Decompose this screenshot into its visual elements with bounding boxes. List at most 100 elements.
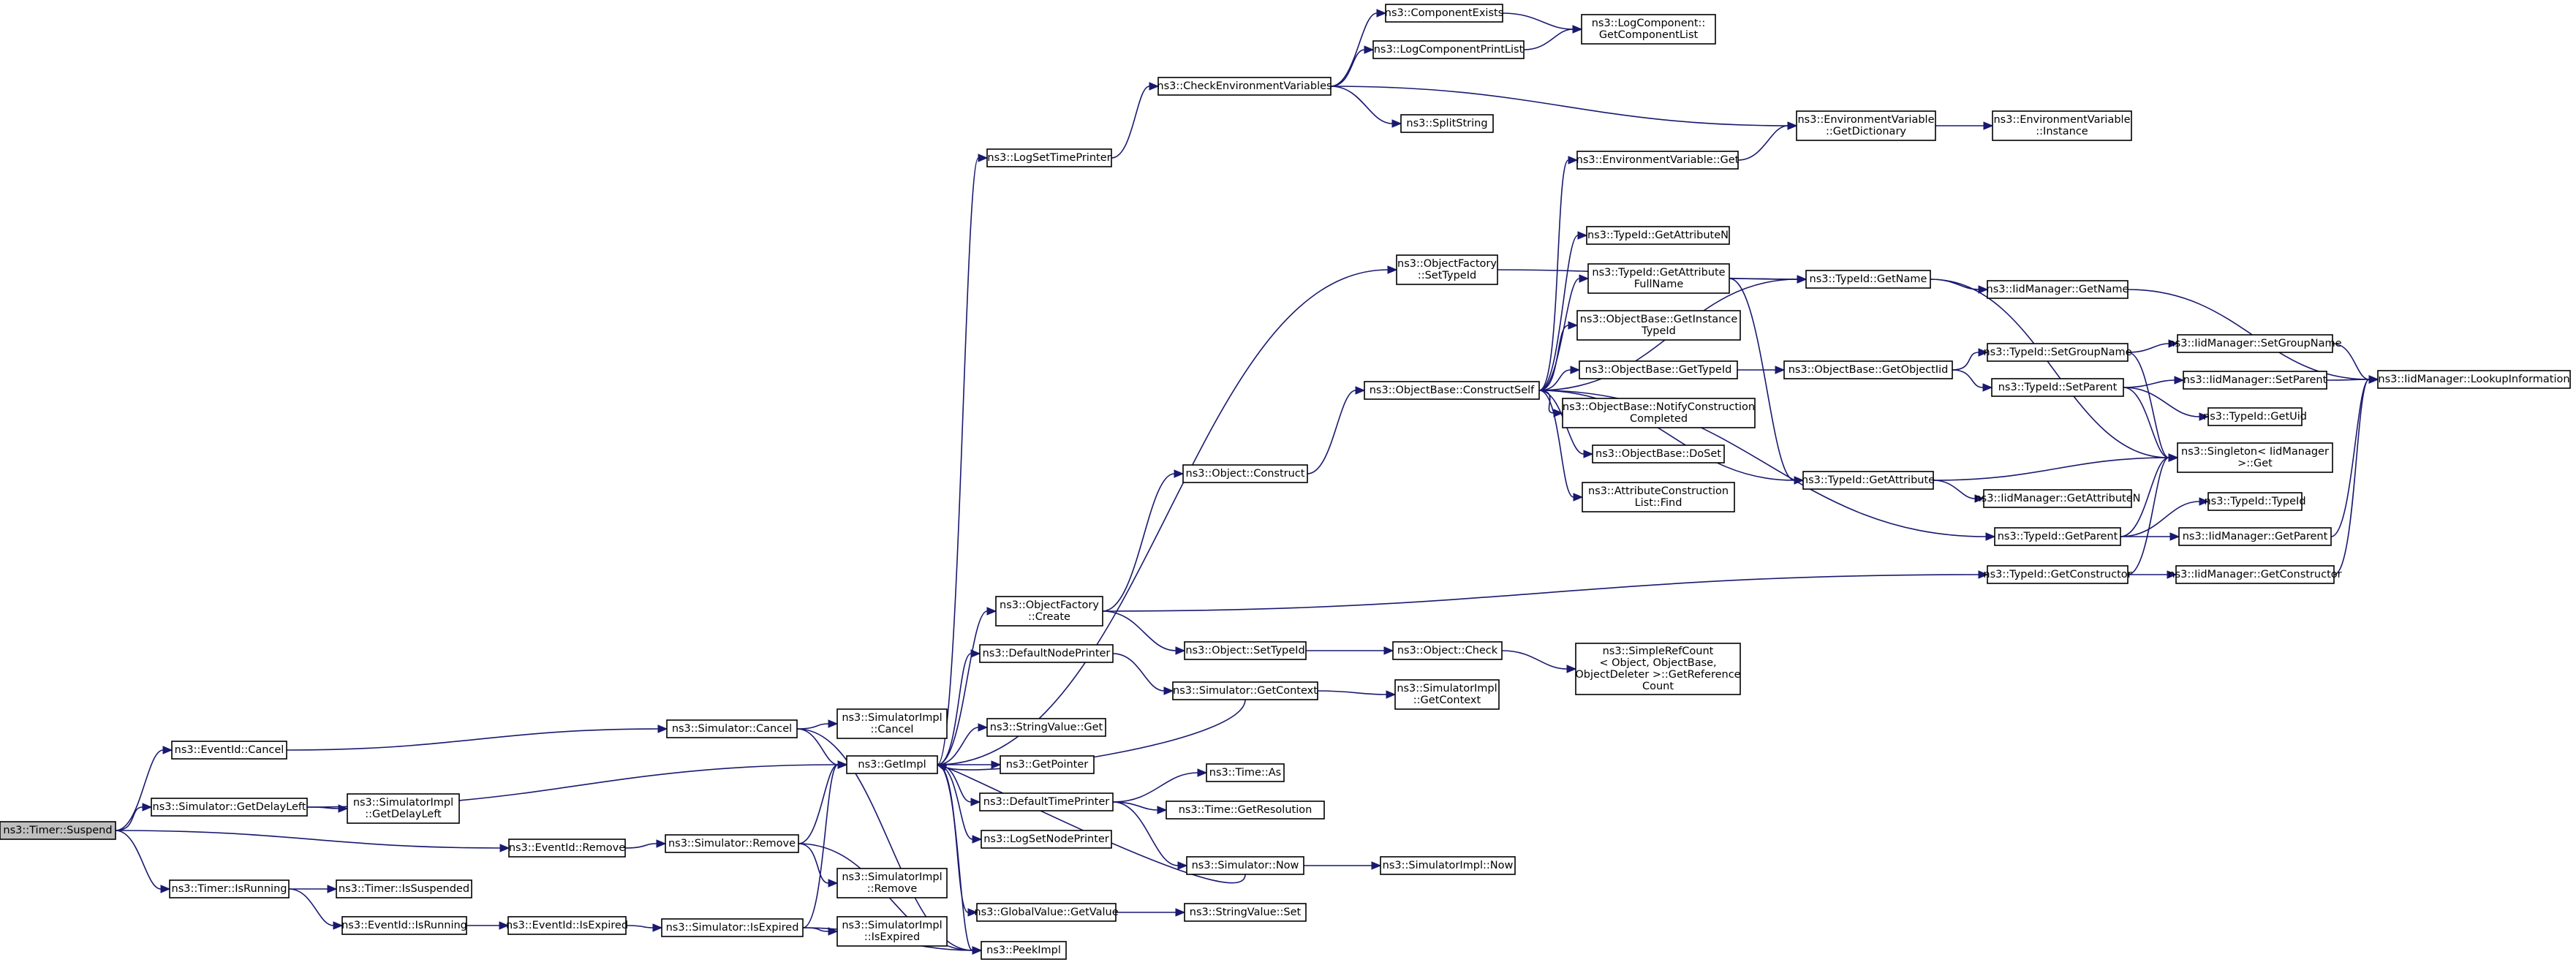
- node-box: [846, 755, 938, 774]
- node-getpointer[interactable]: ns3::GetPointer: [1000, 755, 1095, 774]
- node-simimpl-remove[interactable]: ns3::SimulatorImpl::Remove: [836, 868, 948, 898]
- node-suspend[interactable]: ns3::Timer::Suspend: [0, 821, 116, 840]
- node-typeid-getattribute[interactable]: ns3::TypeId::GetAttribute: [1802, 471, 1935, 490]
- node-peekimpl[interactable]: ns3::PeekImpl: [981, 941, 1067, 960]
- node-iid-getattributen[interactable]: ns3::IidManager::GetAttributeN: [1974, 489, 2141, 508]
- node-envvar-instance[interactable]: ns3::EnvironmentVariable::Instance: [1992, 110, 2132, 141]
- node-iid-getconstructor[interactable]: ns3::IidManager::GetConstructor: [2168, 565, 2342, 584]
- node-sim-cancel[interactable]: ns3::Simulator::Cancel: [666, 719, 798, 738]
- node-objbase-doset[interactable]: ns3::ObjectBase::DoSet: [1592, 444, 1725, 463]
- node-stringvalue-get[interactable]: ns3::StringValue::Get: [986, 718, 1106, 737]
- node-eid-isexpired[interactable]: ns3::EventId::IsExpired: [506, 916, 628, 935]
- node-splitstring[interactable]: ns3::SplitString: [1400, 114, 1494, 133]
- node-typeid-getname[interactable]: ns3::TypeId::GetName: [1805, 270, 1931, 289]
- node-object-settypeid[interactable]: ns3::Object::SetTypeId: [1184, 641, 1307, 660]
- call-edge-objbase_constructself-to-typeid_getattributen: [1538, 231, 1588, 391]
- node-typeid-typeid[interactable]: ns3::TypeId::TypeId: [2204, 492, 2306, 511]
- node-envvar-get[interactable]: ns3::EnvironmentVariable::Get: [1576, 151, 1740, 170]
- node-singleton-get[interactable]: ns3::Singleton< IidManager>::Get: [2177, 442, 2333, 473]
- node-typeid-getattributen[interactable]: ns3::TypeId::GetAttributeN: [1586, 226, 1730, 245]
- node-box: [2177, 334, 2333, 353]
- node-label: ::IsExpired: [864, 931, 920, 943]
- node-typeid-setgroupname[interactable]: ns3::TypeId::SetGroupName: [1983, 343, 2132, 362]
- node-objbase-gettypeid[interactable]: ns3::ObjectBase::GetTypeId: [1579, 360, 1738, 379]
- node-box: [341, 916, 467, 935]
- node-objbase-getobjectiid[interactable]: ns3::ObjectBase::GetObjectIid: [1783, 360, 1953, 379]
- node-box: [2207, 407, 2303, 426]
- node-sim-isexpired[interactable]: ns3::Simulator::IsExpired: [661, 918, 804, 937]
- node-eid-cancel[interactable]: ns3::EventId::Cancel: [171, 741, 287, 760]
- node-label: ns3::ObjectFactory: [1000, 599, 1099, 611]
- node-typeid-getconstructor[interactable]: ns3::TypeId::GetConstructor: [1983, 565, 2132, 584]
- node-simimpl-cancel[interactable]: ns3::SimulatorImpl::Cancel: [836, 708, 948, 739]
- node-time-as[interactable]: ns3::Time::As: [1206, 763, 1285, 782]
- node-objfactory-create[interactable]: ns3::ObjectFactory::Create: [995, 596, 1103, 627]
- node-sim-getdelay[interactable]: ns3::Simulator::GetDelayLeft: [151, 798, 308, 817]
- node-label: ns3::GetImpl: [858, 759, 926, 771]
- node-typeid-getparent[interactable]: ns3::TypeId::GetParent: [1994, 527, 2121, 546]
- node-iid-getparent[interactable]: ns3::IidManager::GetParent: [2178, 527, 2332, 546]
- node-timer-isrunning[interactable]: ns3::Timer::IsRunning: [169, 879, 290, 898]
- call-edge-typeid_getname-to-singleton_get: [1930, 279, 2179, 462]
- node-checkenv[interactable]: ns3::CheckEnvironmentVariables: [1157, 77, 1332, 96]
- call-edge-timer_isrunning-to-eid_isrunning: [288, 888, 344, 930]
- node-iid-setparent[interactable]: ns3::IidManager::SetParent: [2183, 371, 2327, 390]
- node-label: ns3::IidManager::GetParent: [2183, 531, 2328, 542]
- node-timer-issuspended[interactable]: ns3::Timer::IsSuspended: [336, 879, 472, 898]
- node-label: ns3::Simulator::Remove: [668, 838, 796, 849]
- call-edge-suspend-to-eid_cancel: [115, 746, 173, 831]
- node-logsetnodeprinter[interactable]: ns3::LogSetNodePrinter: [981, 830, 1112, 849]
- node-time-getres[interactable]: ns3::Time::GetResolution: [1166, 801, 1325, 820]
- node-object-construct[interactable]: ns3::Object::Construct: [1182, 464, 1308, 483]
- node-label: ns3::TypeId::GetUid: [2203, 411, 2307, 423]
- node-simimpl-getcontext[interactable]: ns3::SimulatorImpl::GetContext: [1394, 679, 1500, 710]
- node-label: ns3::StringValue::Set: [1190, 907, 1302, 918]
- node-sim-now[interactable]: ns3::Simulator::Now: [1186, 856, 1304, 875]
- node-iid-lookupinfo[interactable]: ns3::IidManager::LookupInformation: [2377, 370, 2571, 389]
- node-defaultnodeprinter[interactable]: ns3::DefaultNodePrinter: [979, 644, 1114, 663]
- node-label: ns3::TypeId::GetAttribute: [1802, 474, 1935, 486]
- node-objfactory-settypeid[interactable]: ns3::ObjectFactory::SetTypeId: [1396, 254, 1498, 285]
- call-edge-sim_isexpired-to-getimpl: [802, 760, 848, 928]
- node-object-check[interactable]: ns3::Object::Check: [1392, 641, 1503, 660]
- node-label: ns3::IidManager::GetConstructor: [2168, 569, 2341, 580]
- node-label: ns3::Time::As: [1209, 767, 1281, 779]
- node-defaulttimeprinter[interactable]: ns3::DefaultTimePrinter: [979, 792, 1114, 811]
- node-eid-remove[interactable]: ns3::EventId::Remove: [508, 839, 626, 858]
- node-envvar-getdict[interactable]: ns3::EnvironmentVariable::GetDictionary: [1796, 110, 1936, 141]
- node-stringvalue-set[interactable]: ns3::StringValue::Set: [1184, 903, 1307, 922]
- node-simplerefcount[interactable]: ns3::SimpleRefCount< Object, ObjectBase,…: [1575, 643, 1741, 695]
- node-typeid-getuid[interactable]: ns3::TypeId::GetUid: [2203, 407, 2307, 426]
- call-edge-objbase_gettypeid-to-objbase_getobjectiid: [1737, 366, 1786, 374]
- node-label: ns3::Simulator::Now: [1192, 860, 1299, 871]
- node-logcomponentprintlist[interactable]: ns3::LogComponentPrintList: [1372, 40, 1525, 59]
- node-eid-isrunning[interactable]: ns3::EventId::IsRunning: [341, 916, 467, 935]
- node-globalvalue-getvalue[interactable]: ns3::GlobalValue::GetValue: [974, 903, 1119, 922]
- call-edge-sim_getdelay-to-simimpl_getdelay: [306, 804, 349, 813]
- node-label: ns3::ComponentExists: [1385, 7, 1504, 19]
- node-getimpl[interactable]: ns3::GetImpl: [846, 755, 938, 774]
- node-label: ns3::TypeId::GetName: [1810, 273, 1927, 285]
- node-simimpl-now[interactable]: ns3::SimulatorImpl::Now: [1380, 856, 1516, 875]
- node-iid-getname[interactable]: ns3::IidManager::GetName: [1987, 280, 2129, 299]
- node-componentexists[interactable]: ns3::ComponentExists: [1385, 4, 1504, 23]
- node-simimpl-isexpired[interactable]: ns3::SimulatorImpl::IsExpired: [836, 916, 948, 947]
- call-edge-getimpl-to-defaultnodeprinter: [937, 649, 981, 765]
- call-edge-typeid_getname-to-iid_getname: [1930, 279, 1989, 294]
- node-simimpl-getdelay[interactable]: ns3::SimulatorImpl::GetDelayLeft: [347, 793, 460, 824]
- node-typeid-setparent[interactable]: ns3::TypeId::SetParent: [1991, 378, 2124, 397]
- node-objbase-notify[interactable]: ns3::ObjectBase::NotifyConstructionCompl…: [1562, 398, 1756, 428]
- node-logcomponent-getlist[interactable]: ns3::LogComponent::GetComponentList: [1581, 14, 1716, 45]
- node-label: ns3::ObjectBase::ConstructSelf: [1370, 385, 1535, 396]
- node-logsettimeprinter[interactable]: ns3::LogSetTimePrinter: [986, 148, 1112, 167]
- node-box: [1587, 263, 1730, 294]
- call-edge-objbase_constructself-to-envvar_get: [1538, 156, 1579, 391]
- node-objbase-constructself[interactable]: ns3::ObjectBase::ConstructSelf: [1364, 381, 1540, 400]
- node-label: ns3::AttributeConstruction: [1588, 485, 1729, 497]
- node-iid-setgroupname[interactable]: ns3::IidManager::SetGroupName: [2168, 334, 2342, 353]
- node-sim-remove[interactable]: ns3::Simulator::Remove: [665, 834, 799, 853]
- node-sim-getcontext[interactable]: ns3::Simulator::GetContext: [1172, 681, 1318, 700]
